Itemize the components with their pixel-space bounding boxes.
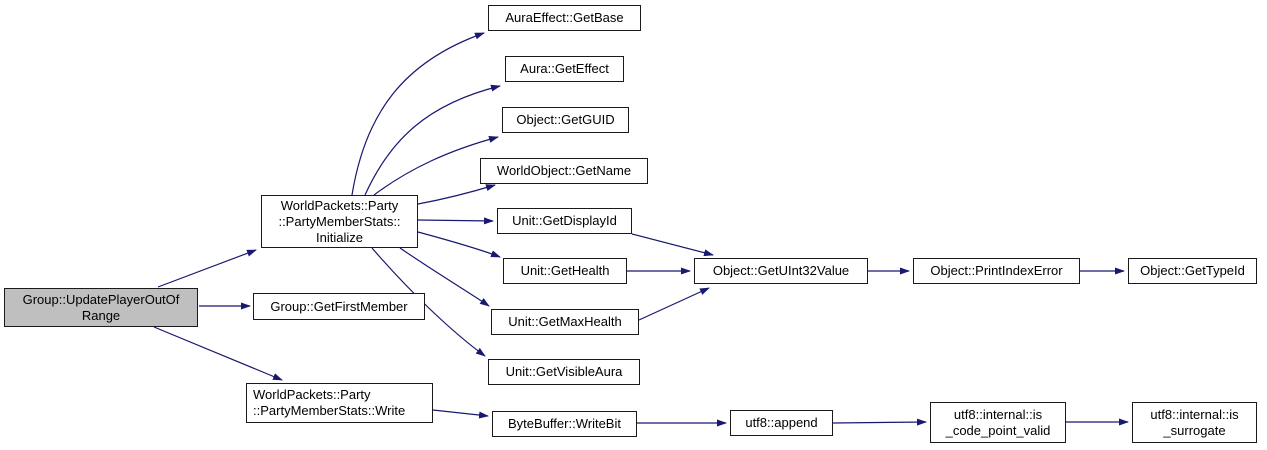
edge-initialize-to-get-effect bbox=[364, 84, 501, 196]
node-object-print-index-error[interactable]: Object::PrintIndexError bbox=[913, 258, 1080, 284]
node-party-member-stats-write[interactable]: WorldPackets::Party ::PartyMemberStats::… bbox=[246, 383, 433, 423]
edge-initialize-to-get-display-id bbox=[417, 217, 494, 225]
edge-initialize-to-get-max-health bbox=[399, 247, 490, 307]
node-unit-get-max-health[interactable]: Unit::GetMaxHealth bbox=[491, 309, 639, 335]
node-utf8-internal-is-surrogate[interactable]: utf8::internal::is _surrogate bbox=[1132, 402, 1257, 443]
node-object-get-type-id[interactable]: Object::GetTypeId bbox=[1128, 258, 1257, 284]
node-unit-get-display-id[interactable]: Unit::GetDisplayId bbox=[497, 208, 632, 234]
node-utf8-append[interactable]: utf8::append bbox=[730, 410, 833, 436]
edge-initialize-to-get-visible-aura bbox=[371, 247, 486, 357]
edge-append-to-is-code-point-valid bbox=[832, 418, 927, 426]
edge-get-display-id-to-get-uint32value bbox=[631, 233, 714, 257]
node-group-update-player-out-of-range: Group::UpdatePlayerOutOf Range bbox=[4, 288, 198, 327]
edge-update-to-write bbox=[153, 326, 283, 381]
node-object-get-guid[interactable]: Object::GetGUID bbox=[502, 107, 629, 133]
node-unit-get-health[interactable]: Unit::GetHealth bbox=[503, 258, 627, 284]
node-party-member-stats-initialize[interactable]: WorldPackets::Party ::PartyMemberStats::… bbox=[261, 195, 418, 248]
edge-initialize-to-get-base bbox=[351, 32, 485, 196]
edge-write-to-write-bit bbox=[432, 409, 489, 419]
edge-initialize-to-get-name bbox=[417, 184, 496, 205]
node-aura-effect-get-base[interactable]: AuraEffect::GetBase bbox=[488, 5, 641, 31]
node-unit-get-visible-aura[interactable]: Unit::GetVisibleAura bbox=[488, 359, 640, 385]
node-byte-buffer-write-bit[interactable]: ByteBuffer::WriteBit bbox=[492, 411, 637, 437]
node-group-get-first-member[interactable]: Group::GetFirstMember bbox=[253, 293, 425, 320]
edge-initialize-to-get-health bbox=[417, 231, 501, 258]
node-utf8-internal-is-code-point-valid[interactable]: utf8::internal::is _code_point_valid bbox=[930, 402, 1066, 443]
edge-update-to-initialize bbox=[157, 249, 257, 288]
node-aura-get-effect[interactable]: Aura::GetEffect bbox=[505, 56, 624, 82]
edge-get-max-health-to-get-uint32value bbox=[638, 287, 710, 321]
node-object-get-uint32-value[interactable]: Object::GetUInt32Value bbox=[694, 258, 868, 284]
node-world-object-get-name[interactable]: WorldObject::GetName bbox=[480, 158, 648, 184]
edge-initialize-to-get-guid bbox=[373, 135, 499, 196]
